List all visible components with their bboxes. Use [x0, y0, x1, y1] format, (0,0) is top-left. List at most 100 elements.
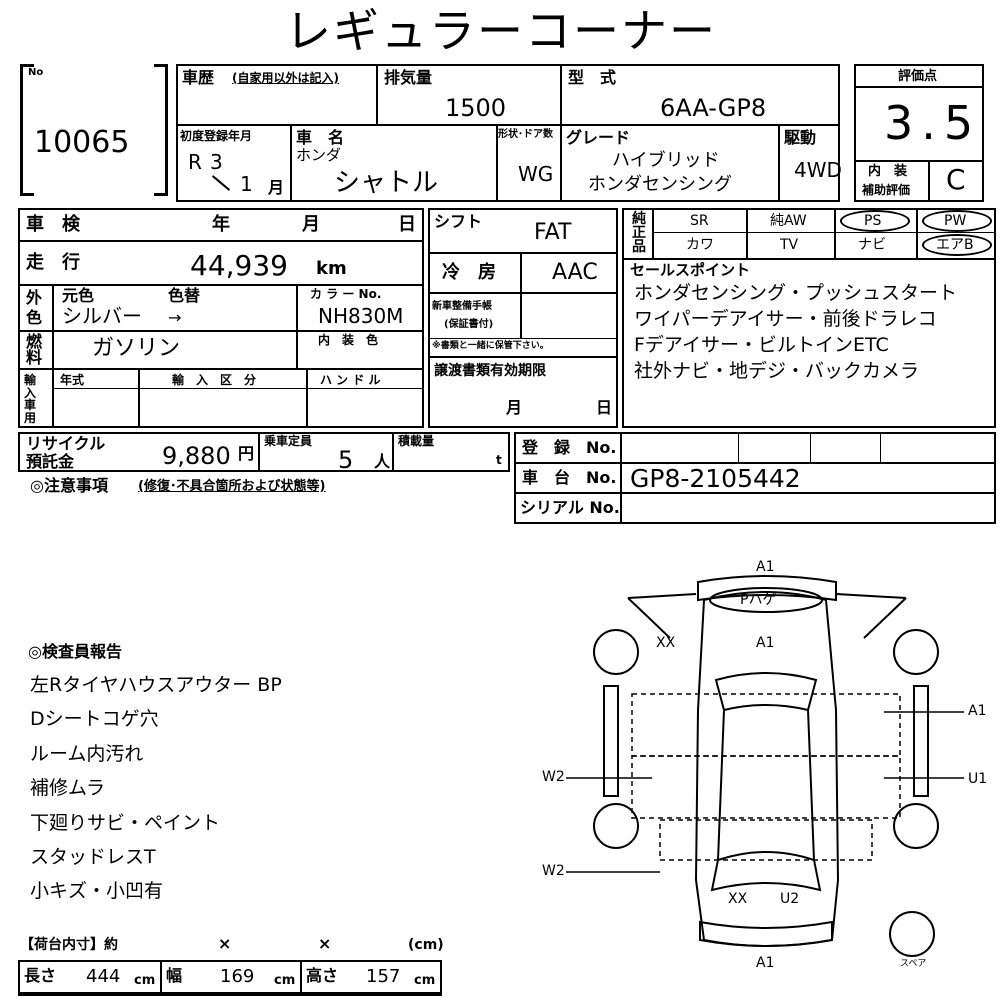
equip-sr: SR	[690, 213, 709, 229]
no-box: No 10065	[20, 64, 168, 196]
diagram-hood-code: A1	[756, 635, 775, 651]
sales-point-line-3: Fデアイサー・ビルトインETC	[634, 334, 889, 356]
inspector-label: ◎検査員報告	[28, 642, 122, 661]
car-damage-diagram	[566, 575, 964, 957]
page-title: レギュラーコーナー	[285, 4, 717, 58]
diagram-bottom-code: A1	[756, 955, 775, 971]
load-label: 積載量	[398, 434, 435, 448]
grade-line-1: ハイブリッド	[612, 150, 720, 171]
grade-line-2: ホンダセンシング	[588, 174, 732, 195]
rating-box	[854, 64, 984, 202]
capacity-value: 5	[338, 446, 354, 474]
fuel-value: ガソリン	[92, 336, 181, 361]
recycle-unit: 円	[238, 444, 255, 463]
rating-value: 3.5	[884, 96, 982, 150]
mileage-label: 走 行	[26, 252, 80, 273]
ac-label: 冷 房	[442, 262, 496, 283]
drive-value: 4WD	[794, 158, 842, 182]
cargo-width-label: 幅	[166, 966, 183, 985]
model-code-label: 型 式	[568, 68, 617, 87]
chassis-no-label: 車 台 No.	[522, 468, 617, 487]
color-side-label-2: 色	[26, 308, 43, 327]
recycle-label-1: リサイクル	[26, 434, 106, 453]
cargo-length-label: 長さ	[24, 966, 57, 985]
cargo-dimensions-row	[18, 960, 442, 994]
inspector-line-4: 補修ムラ	[30, 777, 106, 799]
equip-ps-circle	[840, 210, 910, 232]
equip-alloy-wheel: 純AW	[770, 213, 807, 229]
chassis-no-value: GP8-2105442	[630, 464, 801, 493]
inspector-line-7: 小キズ・小凹有	[30, 880, 164, 902]
cargo-width-unit: cm	[274, 973, 296, 988]
no-label: No	[28, 67, 44, 78]
import-label: 輸入車用	[24, 373, 37, 425]
transfer-month: 月	[506, 398, 523, 417]
rating-label: 評価点	[898, 69, 938, 84]
equip-leather: カワ	[686, 237, 714, 253]
displacement-label: 排気量	[384, 68, 433, 87]
serial-no-label: シリアル No.	[520, 498, 620, 517]
drive-label: 駆動	[784, 128, 817, 147]
equipment-center-block	[428, 208, 618, 428]
recycle-value: 9,880	[162, 442, 231, 470]
fuel-label-1: 燃	[26, 332, 43, 351]
shift-value: FAT	[534, 220, 572, 245]
caution-label: ◎注意事項	[30, 476, 108, 495]
cargo-length-value: 444	[86, 966, 121, 987]
color-side-label-1: 外	[26, 288, 43, 307]
sales-point-line-1: ホンダセンシング・プッシュスタート	[634, 282, 958, 304]
sales-block	[622, 208, 996, 428]
sales-points-label: セールスポイント	[630, 261, 751, 279]
equip-airbag: エアB	[936, 237, 974, 253]
registration-block	[514, 432, 996, 524]
color-orig-value: シルバー	[62, 304, 142, 328]
fuel-label-2: 料	[26, 348, 43, 367]
equip-navi: ナビ	[858, 237, 886, 253]
displacement-value: 1500	[445, 94, 507, 122]
diagram-xx-front: XX	[656, 635, 676, 651]
registration-month: 1	[240, 172, 253, 196]
interior-color-label: 内 装 色	[318, 333, 379, 347]
color-code-label: カ ラ ー No.	[310, 287, 382, 301]
import-year-label: 年式	[60, 373, 85, 387]
diagram-top-code: A1	[756, 559, 775, 575]
cargo-times-1: ×	[218, 934, 232, 953]
registration-month-unit: 月	[268, 178, 285, 197]
sales-point-line-4: 社外ナビ・地デジ・バックカメラ	[634, 360, 920, 382]
warranty-label-1: 新車整備手帳	[432, 301, 492, 312]
cargo-height-unit: cm	[414, 973, 436, 988]
transfer-day: 日	[596, 398, 613, 417]
transfer-label: 譲渡書類有効期限	[434, 363, 546, 379]
interior-label-1: 内 装	[868, 164, 908, 179]
equip-airbag-circle	[922, 234, 992, 256]
cargo-height-value: 157	[366, 966, 401, 987]
import-type-label: 輸 入 区 分	[172, 373, 257, 387]
capacity-unit: 人	[374, 452, 391, 471]
equip-tv: TV	[780, 237, 799, 253]
color-code-value: NH830M	[318, 304, 404, 328]
shape-doors-label: 形状･ドア数	[498, 129, 553, 140]
car-maker: ホンダ	[296, 146, 342, 164]
mileage-unit: km	[316, 258, 347, 279]
cargo-width-value: 169	[220, 966, 255, 987]
registration-year: 3	[210, 150, 223, 174]
grade-label: グレード	[566, 128, 631, 147]
color-orig-label: 元色	[62, 286, 95, 305]
interior-rating-value: C	[946, 163, 966, 196]
interior-label-2: 補助評価	[862, 183, 911, 197]
import-handle-label: ハ ン ド ル	[320, 373, 381, 387]
cargo-height-label: 高さ	[306, 966, 339, 985]
vehicle-info-block	[176, 64, 840, 202]
diagram-spare-label: スペア	[900, 959, 927, 969]
shift-label: シフト	[434, 212, 483, 231]
cargo-times-2: ×	[318, 934, 332, 953]
inspector-line-6: スタッドレスT	[30, 846, 156, 868]
car-name-value: シャトル	[334, 168, 439, 198]
inspection-month: 月	[302, 214, 320, 235]
recycle-block	[18, 432, 510, 472]
first-registration-label: 初度登録年月	[180, 129, 253, 143]
caution-note: (修復･不具合箇所および状態等)	[138, 479, 326, 494]
recycle-label-2: 預託金	[26, 452, 75, 471]
color-arrow: →	[168, 308, 182, 327]
sales-point-line-2: ワイパーデアイサー・前後ドラレコ	[634, 308, 937, 330]
